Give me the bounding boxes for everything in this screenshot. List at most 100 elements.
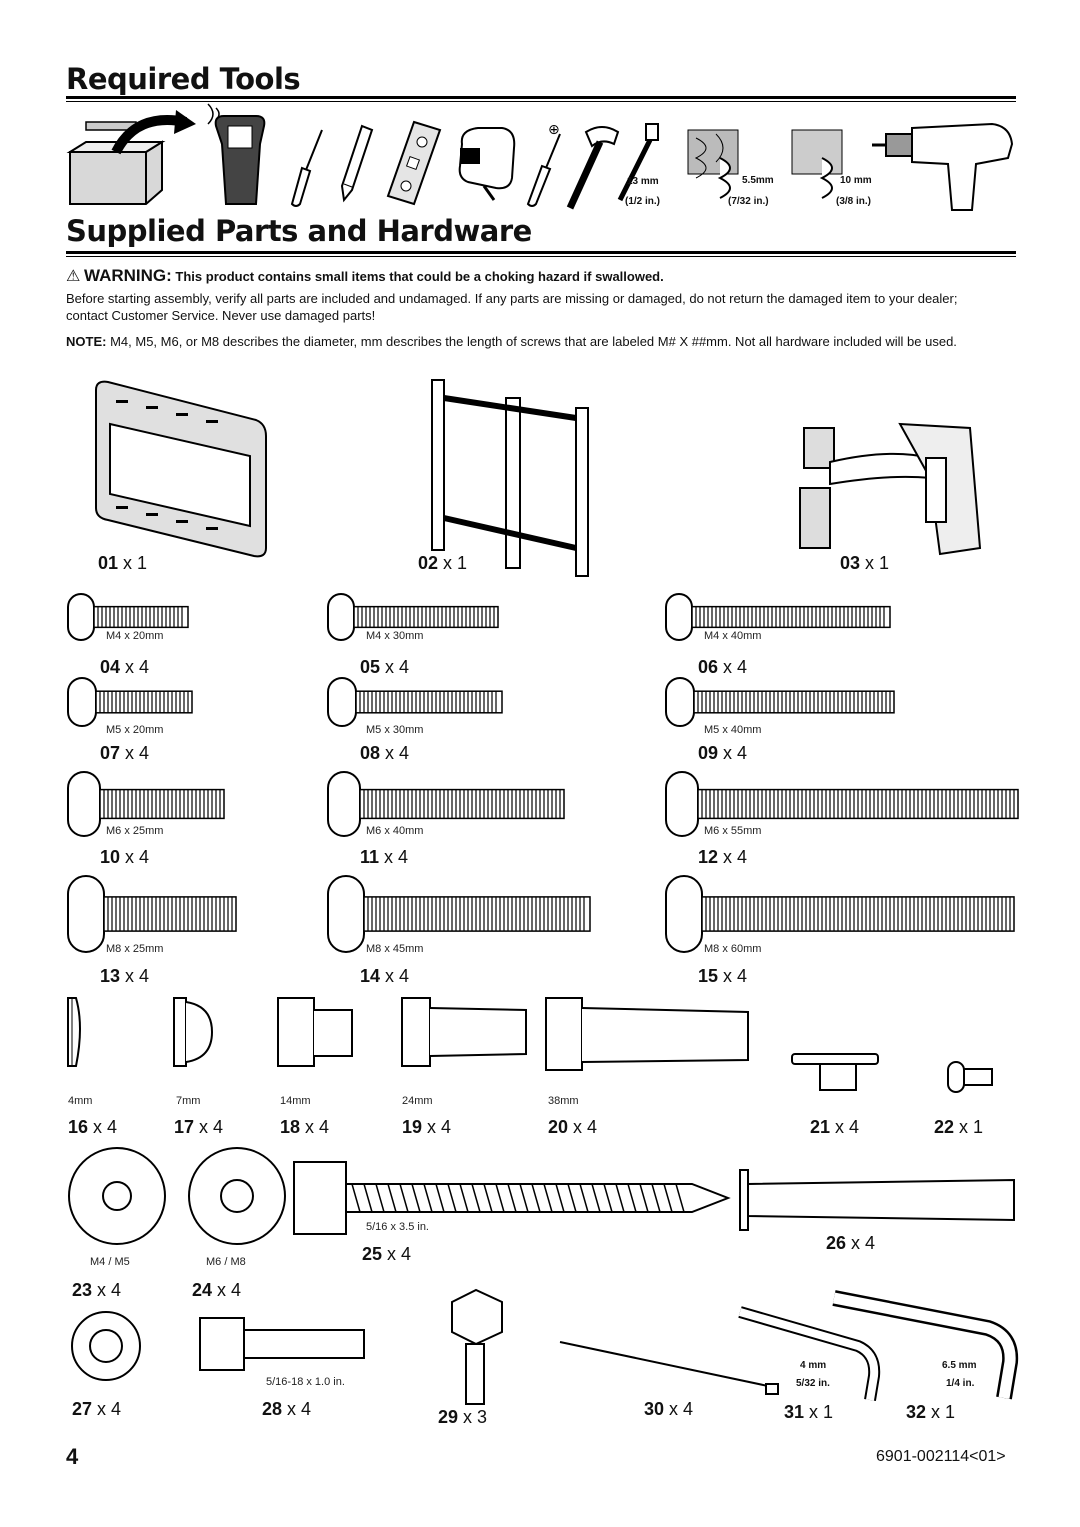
title-rule	[66, 96, 1016, 99]
part-label-21: 21 x 4	[810, 1117, 860, 1137]
size-24: M6 / M8	[206, 1256, 246, 1268]
part-16-spacer	[67, 997, 81, 1067]
part-05-screw	[327, 593, 499, 641]
size-28: 5/16-18 x 1.0 in.	[266, 1376, 345, 1388]
bit-label-7-32in: (7/32 in.)	[728, 196, 769, 207]
part-label-02: 02 x 1	[418, 553, 468, 573]
part-17-spacer	[173, 997, 214, 1067]
part-label-04: 04 x 4	[100, 657, 150, 677]
part-03-arm	[799, 422, 982, 556]
size-32-in: 1/4 in.	[946, 1378, 975, 1389]
note-body: M4, M5, M6, or M8 describes the diameter…	[110, 334, 957, 349]
part-label-15: 15 x 4	[698, 966, 748, 986]
size-09: M5 x 40mm	[704, 724, 762, 736]
section-title-tools: Required Tools	[66, 62, 301, 96]
part-20-spacer	[545, 997, 749, 1071]
part-08-screw	[327, 677, 503, 727]
part-10-screw	[67, 771, 225, 837]
part-25-lag-bolt	[293, 1161, 731, 1235]
part-label-32: 32 x 1	[906, 1402, 956, 1422]
part-label-29: 29 x 3	[438, 1407, 488, 1427]
part-07-screw	[67, 677, 193, 727]
part-06-screw	[665, 593, 891, 641]
toolbox-icon	[66, 110, 196, 205]
part-23-washer	[68, 1147, 166, 1245]
part-18-spacer	[277, 997, 353, 1067]
tape-measure-icon	[458, 127, 516, 201]
part-01-wall-plate	[95, 380, 267, 558]
bit-label-half-inch: (1/2 in.)	[625, 196, 661, 207]
part-24-washer	[188, 1147, 286, 1245]
hammer-icon	[566, 126, 620, 210]
parts-rule-thin	[66, 256, 1016, 257]
size-14: M8 x 45mm	[366, 943, 424, 955]
part-label-09: 09 x 4	[698, 743, 748, 763]
screwdriver-icon	[290, 129, 323, 207]
part-label-03: 03 x 1	[840, 553, 890, 573]
size-10: M6 x 25mm	[106, 825, 164, 837]
masonry-bit-icon	[791, 129, 843, 199]
bit-label-3-8in: (3/8 in.)	[836, 196, 872, 207]
size-12: M6 x 55mm	[704, 825, 762, 837]
part-label-30: 30 x 4	[644, 1399, 694, 1419]
part-12-screw	[665, 771, 1019, 837]
part-32-hex-key	[832, 1290, 1019, 1400]
part-label-28: 28 x 4	[262, 1399, 312, 1419]
socket-wrench-icon	[617, 123, 659, 202]
part-label-14: 14 x 4	[360, 966, 410, 986]
part-19-spacer	[401, 997, 527, 1067]
size-23: M4 / M5	[90, 1256, 130, 1268]
part-02-bracket	[431, 379, 589, 577]
size-31-in: 5/32 in.	[796, 1378, 830, 1389]
part-label-19: 19 x 4	[402, 1117, 452, 1137]
part-label-05: 05 x 4	[360, 657, 410, 677]
note-label: NOTE:	[66, 334, 107, 349]
part-28-cap-screw	[199, 1317, 365, 1371]
part-label-16: 16 x 4	[68, 1117, 118, 1137]
intro-text: Before starting assembly, verify all par…	[66, 291, 958, 323]
size-13: M8 x 25mm	[106, 943, 164, 955]
size-17: 7mm	[176, 1095, 201, 1107]
bit-label-10mm: 10 mm	[840, 175, 872, 186]
part-label-12: 12 x 4	[698, 847, 748, 867]
pencil-icon	[340, 124, 374, 203]
part-label-25: 25 x 4	[362, 1244, 412, 1264]
part-15-screw	[665, 875, 1015, 953]
part-label-20: 20 x 4	[548, 1117, 598, 1137]
bit-label-5-5mm: 5.5mm	[742, 175, 774, 186]
wood-bit-icon	[687, 129, 739, 199]
part-11-screw	[327, 771, 565, 837]
part-label-23: 23 x 4	[72, 1280, 122, 1300]
part-14-screw	[327, 875, 591, 953]
size-11: M6 x 40mm	[366, 825, 424, 837]
size-05: M4 x 30mm	[366, 630, 424, 642]
section-title-parts: Supplied Parts and Hardware	[66, 214, 532, 248]
size-20: 38mm	[548, 1095, 579, 1107]
part-label-10: 10 x 4	[100, 847, 150, 867]
svg-text:⊕: ⊕	[548, 122, 560, 138]
size-25: 5/16 x 3.5 in.	[366, 1221, 429, 1233]
part-label-06: 06 x 4	[698, 657, 748, 677]
part-label-07: 07 x 4	[100, 743, 150, 763]
warning-text: This product contains small items that c…	[175, 269, 664, 284]
part-label-31: 31 x 1	[784, 1402, 834, 1422]
page-number: 4	[66, 1444, 79, 1469]
phillips-screwdriver-icon: ⊕	[526, 122, 561, 207]
size-06: M4 x 40mm	[704, 630, 762, 642]
part-04-screw	[67, 593, 189, 641]
part-label-26: 26 x 4	[826, 1233, 876, 1253]
part-09-screw	[665, 677, 895, 727]
size-07: M5 x 20mm	[106, 724, 164, 736]
size-08: M5 x 30mm	[366, 724, 424, 736]
bit-label-13mm: 13 mm	[627, 176, 659, 187]
part-27-washer	[71, 1311, 141, 1381]
size-04: M4 x 20mm	[106, 630, 164, 642]
size-18: 14mm	[280, 1095, 311, 1107]
power-drill-icon	[872, 122, 1014, 211]
warning-line: ⚠ WARNING: This product contains small i…	[66, 266, 1016, 286]
part-label-17: 17 x 4	[174, 1117, 224, 1137]
size-19: 24mm	[402, 1095, 433, 1107]
part-26-anchor	[739, 1169, 1015, 1231]
warning-icon: ⚠	[66, 268, 81, 285]
part-label-27: 27 x 4	[72, 1399, 122, 1419]
